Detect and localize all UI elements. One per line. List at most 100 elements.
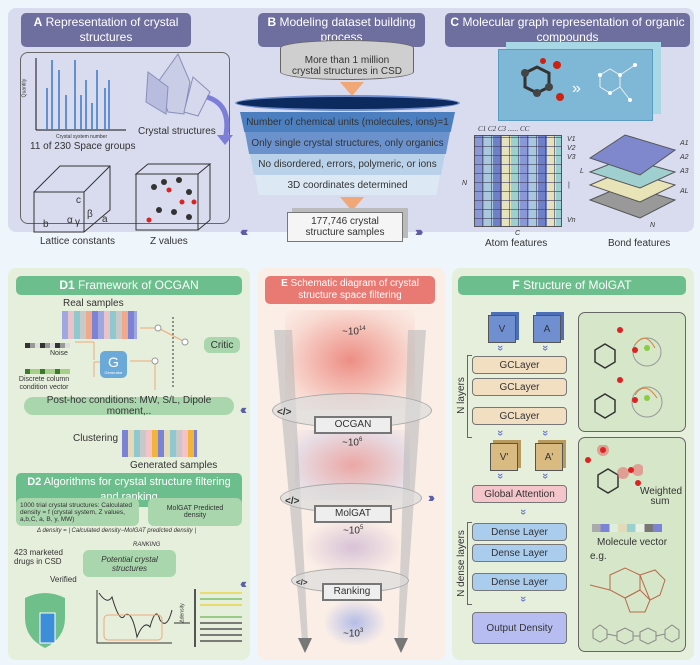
- critic-label: Critic: [210, 339, 234, 351]
- chevron-down-icon: »: [539, 429, 552, 437]
- code-icon: </>: [277, 407, 292, 418]
- a-prime-cube: A': [535, 443, 563, 471]
- filter-step-3: [250, 154, 445, 175]
- dense-layer-1: Dense Layer: [472, 523, 567, 541]
- panel-c-header: C Molecular graph representation of orga…: [445, 13, 690, 47]
- curved-arrow-icon: [206, 95, 233, 145]
- eg-label: e.g.: [590, 551, 607, 562]
- result-samples-box: 177,746 crystal structure samples: [287, 212, 403, 242]
- left-chevrons-icon: ‹‹‹: [240, 576, 247, 591]
- filter-step-2: [245, 132, 450, 154]
- space-group-chart: [35, 58, 126, 131]
- matrix-vn: Vn: [567, 217, 576, 224]
- layer-a1: A1: [680, 140, 689, 147]
- dense-layer-3: Dense Layer: [472, 573, 567, 591]
- ranking-label: RANKING: [133, 542, 161, 548]
- left-chevrons-icon: ‹‹‹‹: [240, 224, 249, 239]
- molgat-density-box: MolGAT Predicted density: [148, 498, 242, 526]
- weighted-sum-label: Weighted sum: [640, 486, 683, 507]
- trial-label: 1000 trial crystal structures: Calculate…: [20, 501, 132, 523]
- right-chevrons-icon: ››››: [415, 224, 424, 239]
- panel-a-header: A Representation of crystal structures: [21, 13, 191, 47]
- structure-cloud-3: [305, 520, 400, 575]
- delta-density-axis: Δdensity: [179, 603, 186, 623]
- cube-label: V: [498, 323, 506, 335]
- panel-title: Structure of MolGAT: [523, 278, 632, 292]
- molgat-density-label: MolGAT Predicted density: [166, 505, 224, 519]
- ranking-filter-label: Ranking: [322, 583, 382, 601]
- filter-step-1: [240, 112, 455, 132]
- noise-label: Noise: [50, 350, 68, 357]
- filter-1-label: Number of chemical units (molecules, ion…: [246, 117, 449, 128]
- chevron-down-icon: »: [517, 595, 530, 603]
- z-values-label: Z values: [150, 236, 188, 247]
- right-chevrons-icon: ›››: [428, 490, 435, 505]
- count-exponent: 5: [359, 525, 364, 531]
- down-arrow-icon: [340, 197, 364, 211]
- generated-samples-label: Generated samples: [130, 460, 218, 471]
- verified-label: Verified: [50, 575, 77, 584]
- lattice-gamma: γ: [75, 217, 80, 228]
- cube-label: A: [543, 323, 551, 335]
- panel-title: Molecular graph representation of organi…: [462, 15, 685, 44]
- chart-xlabel: Crystal system number: [56, 134, 108, 140]
- lattice-label: Lattice constants: [40, 236, 116, 247]
- panel-letter: C: [450, 15, 460, 29]
- filter-4-label: 3D coordinates determined: [287, 180, 408, 191]
- panel-title: Framework of OCGAN: [78, 278, 199, 292]
- lattice-b: b: [43, 219, 49, 230]
- posthoc-label: Post-hoc conditions: MW, S/L, Dipole mom…: [46, 395, 212, 417]
- matrix-v3: V3: [567, 154, 576, 161]
- n-layers-label: N layers: [455, 377, 467, 414]
- filter-3-label: No disordered, errors, polymeric, or ion…: [258, 159, 437, 170]
- real-samples-grid: [62, 311, 137, 339]
- highlighted-molecule-icon: [585, 445, 643, 494]
- count-exponent: 3: [359, 628, 364, 634]
- lattice-beta: β: [87, 209, 93, 220]
- condition-vector: [25, 369, 70, 374]
- generator-label: Generator: [104, 370, 123, 375]
- count-4: ~103: [343, 628, 363, 639]
- v-prime-cube: V': [490, 443, 518, 471]
- structure-cloud-4: [325, 600, 385, 645]
- matrix-columns: C1 C2 C3 ...... CC: [478, 125, 530, 133]
- lattice-alpha: α: [67, 215, 73, 226]
- count-exponent: 6: [358, 437, 363, 443]
- panel-letter: D1: [59, 278, 75, 292]
- chevron-down-icon: »: [494, 344, 507, 352]
- chevron-down-icon: »: [494, 472, 507, 480]
- result-label: 177,746 crystal structure samples: [305, 216, 385, 238]
- dense-layer-2: Dense Layer: [472, 544, 567, 562]
- left-chevrons-icon: ‹‹‹: [240, 402, 247, 417]
- down-arrow-icon: [340, 82, 364, 96]
- count-base: ~10: [342, 326, 359, 338]
- output-density: Output Density: [472, 612, 567, 644]
- transform-chevron-icon: »: [572, 80, 581, 97]
- count-3: ~105: [343, 525, 363, 536]
- filter-2-label: Only single crystal structures, only org…: [251, 138, 444, 149]
- count-base: ~10: [342, 437, 359, 449]
- count-1: ~1014: [342, 326, 366, 337]
- crystal-icon: [145, 52, 211, 117]
- critic-box: Critic: [204, 337, 240, 353]
- matrix-ellipsis: |: [568, 182, 570, 189]
- n-dense-label: N dense layers: [455, 530, 467, 597]
- lattice-box-icon: [33, 165, 111, 233]
- bond-features-label: Bond features: [608, 238, 671, 249]
- filter-step-4: [255, 175, 440, 195]
- example-molecules-icon: [589, 567, 680, 645]
- code-icon: </>: [285, 496, 300, 507]
- ocgan-filter-label: OCGAN: [314, 416, 392, 434]
- layer-al: AL: [680, 188, 689, 195]
- molecule-vector: [592, 524, 662, 532]
- histogram-bars: [46, 60, 110, 130]
- delta-formula: Δ density = | Calculated density−MolGAT …: [37, 528, 196, 534]
- n-dense-bracket: [467, 522, 472, 605]
- panel-e-header: E Schematic diagram of crystal structure…: [265, 276, 435, 304]
- count-exponent: 14: [358, 326, 366, 332]
- panel-letter: E: [281, 278, 288, 289]
- atom-features-label: Atom features: [485, 238, 548, 249]
- panel-f-header: F Structure of MolGAT: [458, 276, 686, 295]
- panel-letter: F: [512, 278, 520, 292]
- attention-molecule-icon: [594, 327, 663, 419]
